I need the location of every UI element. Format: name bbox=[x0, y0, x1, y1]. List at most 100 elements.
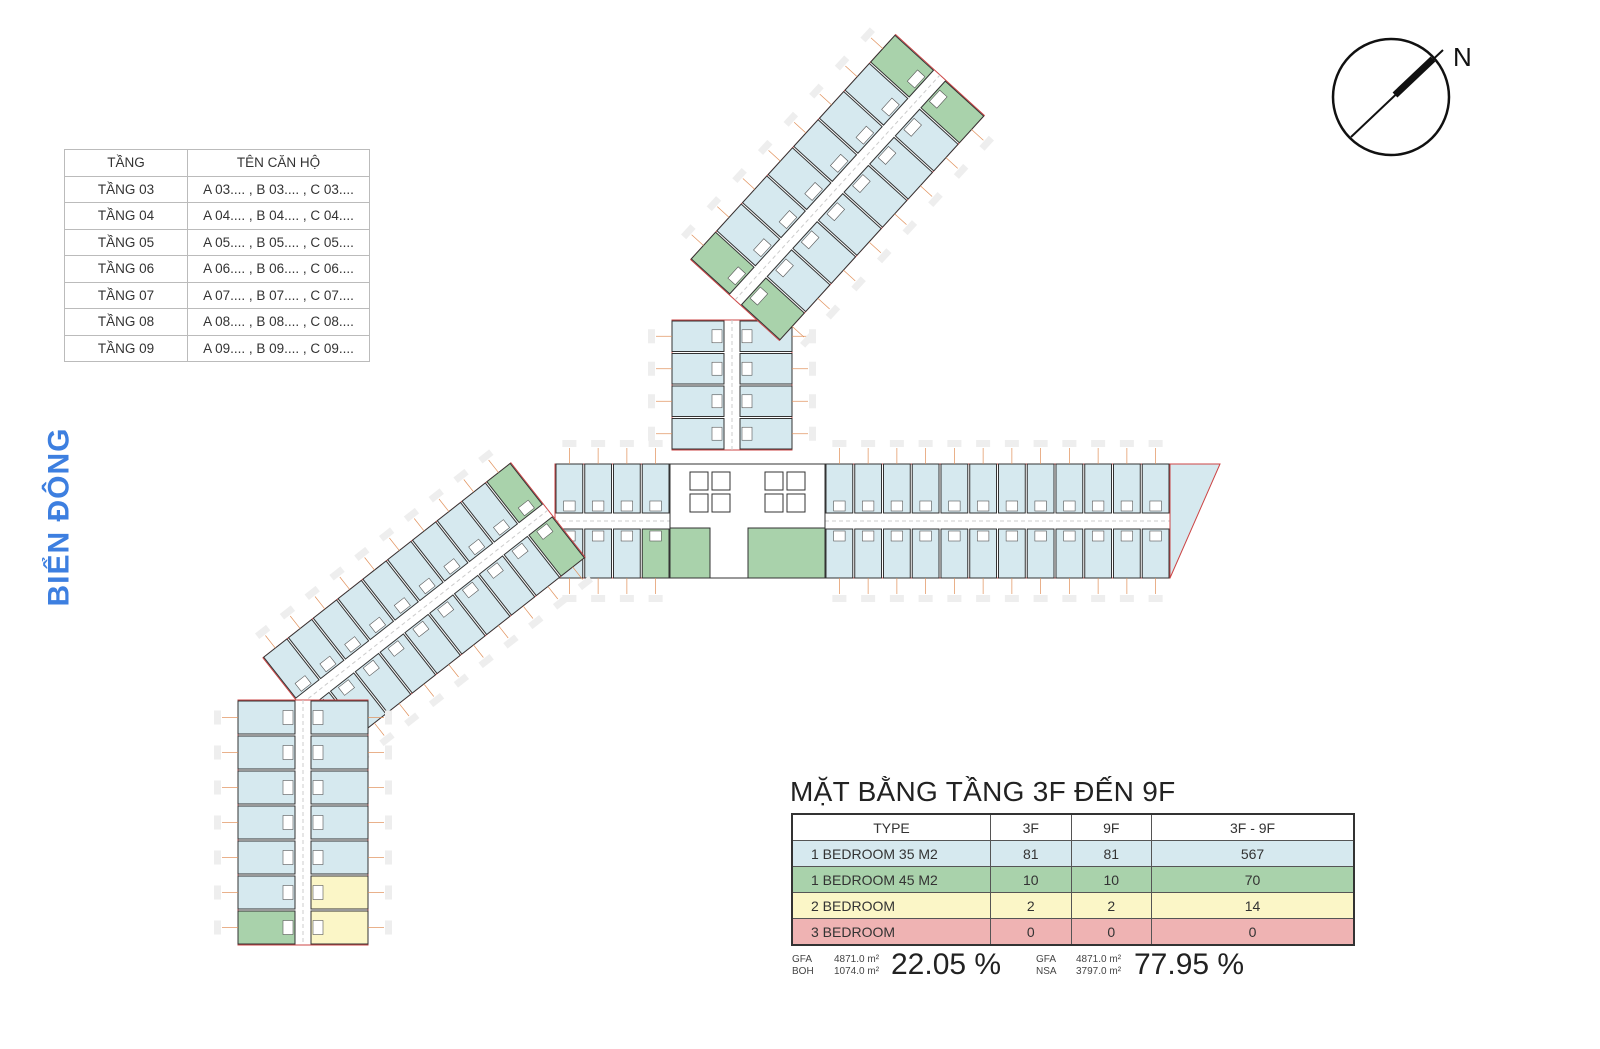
dimension-line bbox=[920, 185, 933, 197]
wing-outline bbox=[689, 33, 986, 342]
dimension-line bbox=[845, 65, 858, 78]
bathroom bbox=[282, 815, 294, 830]
stat-value: 3797.0 m² bbox=[1076, 966, 1122, 977]
unit-label-mark bbox=[453, 673, 470, 688]
unit-label-mark bbox=[800, 332, 815, 348]
unit-label-mark bbox=[648, 329, 655, 344]
count-cell: 10 bbox=[1070, 866, 1153, 893]
unit-label-mark bbox=[648, 595, 663, 602]
dimension-line bbox=[572, 566, 583, 580]
unit-label-mark bbox=[1033, 440, 1048, 447]
unit-label-mark bbox=[404, 712, 420, 727]
corridor-line bbox=[299, 509, 549, 706]
bathroom bbox=[312, 745, 324, 760]
unit-label-mark bbox=[385, 710, 392, 725]
compass-needle-head bbox=[1392, 56, 1436, 98]
unit-label-mark bbox=[876, 248, 892, 264]
bathroom bbox=[344, 636, 362, 653]
unit-label-mark bbox=[403, 507, 420, 523]
stat-label: NSA bbox=[1036, 966, 1057, 977]
unit-label-mark bbox=[976, 595, 991, 602]
count-cell: 0 bbox=[1070, 918, 1153, 946]
bathroom bbox=[468, 538, 486, 556]
bathroom bbox=[1120, 530, 1133, 542]
bathroom bbox=[282, 885, 294, 900]
unit-label-mark bbox=[1033, 595, 1048, 602]
unit-label-mark bbox=[861, 440, 876, 447]
elevator-icon bbox=[786, 493, 806, 513]
stat-value: 4871.0 m² bbox=[834, 954, 880, 965]
bathroom bbox=[312, 815, 324, 830]
bathroom bbox=[890, 500, 903, 512]
dimension-line bbox=[945, 157, 958, 169]
bathroom bbox=[919, 500, 932, 512]
unit-label-mark bbox=[1148, 595, 1163, 602]
dimension-line bbox=[971, 129, 984, 141]
bathroom bbox=[906, 69, 926, 89]
bathroom bbox=[833, 530, 846, 542]
bathroom bbox=[749, 286, 769, 306]
count-cell: 2 bbox=[1070, 892, 1153, 919]
unit-label-mark bbox=[214, 815, 221, 830]
bathroom bbox=[919, 530, 932, 542]
nsa-percentage: 77.95 % bbox=[1134, 948, 1245, 981]
elevator-icon bbox=[689, 493, 709, 513]
elevator-icon bbox=[764, 493, 784, 513]
unit-label-mark bbox=[214, 745, 221, 760]
bathroom bbox=[517, 499, 535, 517]
unit-label-mark bbox=[979, 135, 994, 151]
unit-label-mark bbox=[619, 440, 634, 447]
unit-label-mark bbox=[279, 605, 296, 620]
bathroom bbox=[1120, 500, 1133, 512]
unit-label-mark bbox=[528, 614, 544, 630]
dimension-line bbox=[289, 615, 301, 629]
unit-label-mark bbox=[354, 546, 370, 562]
unit-label-mark bbox=[947, 595, 962, 602]
bathroom bbox=[877, 145, 897, 165]
bathroom bbox=[741, 426, 753, 441]
unit-label-mark bbox=[214, 780, 221, 795]
header-cell: TÊN CĂN HỘ bbox=[187, 149, 370, 177]
floor-cell: TẦNG 04 bbox=[64, 202, 188, 230]
bathroom bbox=[929, 89, 948, 109]
bathroom bbox=[319, 655, 337, 673]
unit-label-mark bbox=[918, 595, 933, 602]
bathroom bbox=[852, 174, 871, 193]
bathroom bbox=[804, 182, 823, 201]
unit-label-mark bbox=[648, 394, 655, 409]
bathroom bbox=[1063, 500, 1076, 512]
building-wing bbox=[554, 440, 671, 602]
unit-label-mark bbox=[385, 780, 392, 795]
unit-label-mark bbox=[1062, 440, 1077, 447]
bathroom bbox=[727, 266, 746, 286]
count-cell: 567 bbox=[1151, 840, 1355, 867]
floor-cell: TẦNG 09 bbox=[64, 334, 188, 362]
unit-label-mark bbox=[329, 566, 345, 581]
dimension-line bbox=[374, 722, 385, 736]
header-cell: TYPE bbox=[791, 813, 991, 841]
unit-label-mark bbox=[809, 394, 816, 409]
unit-label-mark bbox=[552, 595, 569, 610]
type-cell: 1 BEDROOM 35 M2 bbox=[791, 840, 991, 867]
bathroom bbox=[369, 616, 387, 634]
unit-label-mark bbox=[591, 595, 606, 602]
elevator-icon bbox=[764, 471, 784, 491]
unit-label-mark bbox=[681, 224, 696, 240]
unit-label-mark bbox=[1062, 595, 1077, 602]
bathroom bbox=[711, 394, 723, 409]
bathroom bbox=[833, 500, 846, 512]
table-header-row: TẦNG TÊN CĂN HỘ bbox=[64, 149, 370, 177]
unit-label-mark bbox=[825, 304, 841, 320]
corridor-line bbox=[734, 74, 941, 301]
bathroom bbox=[387, 640, 405, 657]
bathroom bbox=[711, 361, 723, 376]
floor-cell: TẦNG 05 bbox=[64, 228, 188, 256]
bathroom bbox=[775, 258, 794, 278]
bathroom bbox=[393, 597, 411, 614]
stat-value: 4871.0 m² bbox=[1076, 954, 1122, 965]
type-cell: 3 BEDROOM bbox=[791, 918, 991, 946]
